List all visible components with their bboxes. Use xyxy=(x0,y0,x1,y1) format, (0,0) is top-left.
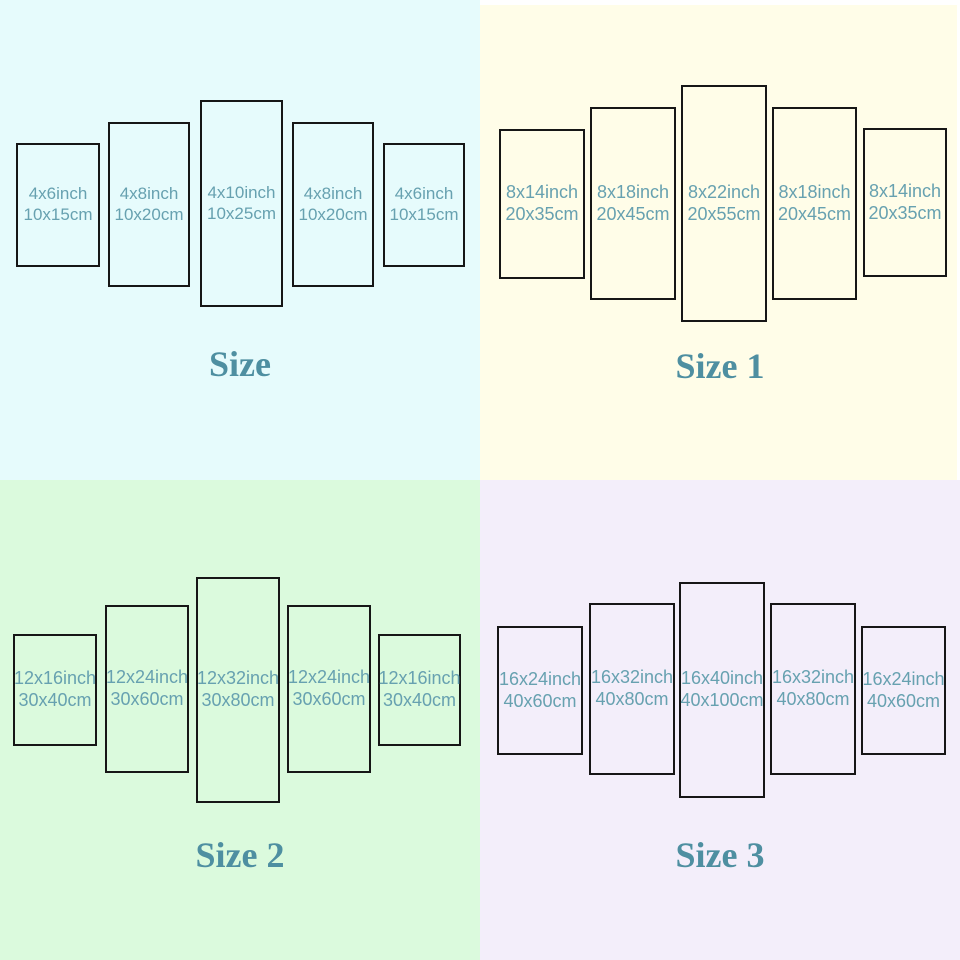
panel-label: 12x16inch 30x40cm xyxy=(14,668,96,712)
panel-label-inch: 16x24inch xyxy=(498,668,582,689)
panel-label: 8x14inch 20x35cm xyxy=(868,181,941,225)
panel-label-cm: 30x60cm xyxy=(292,689,366,709)
panel-label-inch: 12x16inch xyxy=(13,668,97,689)
panel-label: 12x16inch 30x40cm xyxy=(378,668,460,712)
size-panel: 12x24inch 30x60cm xyxy=(105,605,189,773)
panel-label: 16x24inch 40x60cm xyxy=(862,669,944,713)
quadrant-title: Size 3 xyxy=(675,835,765,875)
size-panel: 8x18inch 20x45cm xyxy=(772,107,857,300)
panel-label: 12x32inch 30x80cm xyxy=(197,668,279,712)
size-panel: 8x14inch 20x35cm xyxy=(499,129,585,279)
panel-label-cm: 40x60cm xyxy=(866,690,941,711)
size-panel: 4x8inch 10x20cm xyxy=(292,122,374,287)
panel-label: 8x18inch 20x45cm xyxy=(778,182,851,226)
size-panel: 4x8inch 10x20cm xyxy=(108,122,190,287)
size-panel: 16x24inch 40x60cm xyxy=(861,626,946,755)
quadrant-size-1: 8x14inch 20x35cm 8x18inch 20x45cm 8x22in… xyxy=(480,0,960,480)
panel-label-cm: 30x80cm xyxy=(201,690,275,710)
quadrant-title: Size 2 xyxy=(195,835,285,875)
panel-label-inch: 16x32inch xyxy=(771,667,855,688)
panel-label-inch: 4x8inch xyxy=(303,183,363,203)
size-panel: 12x24inch 30x60cm xyxy=(287,605,371,773)
panel-label-cm: 20x45cm xyxy=(596,203,670,224)
quadrant-title: Size 1 xyxy=(675,346,765,386)
panel-label: 12x24inch 30x60cm xyxy=(288,667,370,711)
panel-label-inch: 16x32inch xyxy=(590,667,674,688)
size-panel: 4x6inch 10x15cm xyxy=(383,143,465,267)
size-panel: 12x32inch 30x80cm xyxy=(196,577,280,803)
size-panel: 16x32inch 40x80cm xyxy=(589,603,675,775)
panel-label-inch: 8x18inch xyxy=(596,181,670,202)
panel-label: 8x18inch 20x45cm xyxy=(596,182,669,226)
quadrant-size: 4x6inch 10x15cm 4x8inch 10x20cm 4x10inch… xyxy=(0,0,480,480)
panel-label-cm: 10x20cm xyxy=(298,204,368,224)
panel-label-inch: 16x24inch xyxy=(862,668,945,689)
quadrant-title: Size xyxy=(209,344,271,384)
panel-label-cm: 30x40cm xyxy=(382,690,457,710)
panel-label-cm: 40x60cm xyxy=(503,690,577,711)
panel-label-cm: 10x20cm xyxy=(114,204,184,224)
panel-label-inch: 12x24inch xyxy=(105,667,189,688)
panel-label: 12x24inch 30x60cm xyxy=(106,667,188,711)
panel-label-inch: 4x6inch xyxy=(394,184,454,204)
panel-label-inch: 4x10inch xyxy=(207,182,276,202)
panel-label: 16x32inch 40x80cm xyxy=(591,667,673,711)
panel-label-cm: 10x25cm xyxy=(207,203,276,223)
panel-label: 4x8inch 10x20cm xyxy=(115,184,184,225)
white-edge-top xyxy=(480,0,960,5)
panel-label: 4x10inch 10x25cm xyxy=(207,183,276,224)
size-panel: 12x16inch 30x40cm xyxy=(378,634,461,746)
size-panel: 8x22inch 20x55cm xyxy=(681,85,767,322)
panel-label-inch: 4x6inch xyxy=(28,184,88,204)
panel-label: 4x8inch 10x20cm xyxy=(299,184,368,225)
panel-label: 8x14inch 20x35cm xyxy=(505,182,578,226)
panel-label: 16x40inch 40x100cm xyxy=(680,668,763,712)
panel-label-inch: 8x18inch xyxy=(778,181,851,202)
panel-label-cm: 40x100cm xyxy=(680,690,764,710)
panel-label: 16x32inch 40x80cm xyxy=(772,667,854,711)
size-panel: 16x40inch 40x100cm xyxy=(679,582,765,798)
panel-label: 16x24inch 40x60cm xyxy=(499,669,581,713)
panel-label: 4x6inch 10x15cm xyxy=(390,184,459,225)
panel-label-inch: 8x22inch xyxy=(687,181,761,202)
size-panel: 4x10inch 10x25cm xyxy=(200,100,283,307)
panel-label-inch: 12x32inch xyxy=(196,668,280,689)
panel-label-cm: 40x80cm xyxy=(595,689,669,709)
panel-label-cm: 30x60cm xyxy=(110,689,184,709)
white-edge-right xyxy=(957,0,960,480)
panel-label-inch: 12x16inch xyxy=(378,668,461,689)
panel-label-cm: 20x45cm xyxy=(777,203,852,224)
panel-label-cm: 40x80cm xyxy=(776,689,850,709)
panel-label-cm: 10x15cm xyxy=(23,205,93,224)
quadrant-size-2: 12x16inch 30x40cm 12x24inch 30x60cm 12x3… xyxy=(0,480,480,960)
size-panel: 8x18inch 20x45cm xyxy=(590,107,676,300)
panel-label-inch: 4x8inch xyxy=(119,183,179,203)
size-panel: 8x14inch 20x35cm xyxy=(863,128,947,277)
size-panel: 16x24inch 40x60cm xyxy=(497,626,583,755)
size-panel: 12x16inch 30x40cm xyxy=(13,634,97,746)
panel-label: 4x6inch 10x15cm xyxy=(24,184,93,225)
panel-label-inch: 8x14inch xyxy=(868,180,942,201)
size-panel: 4x6inch 10x15cm xyxy=(16,143,100,267)
panel-label-inch: 8x14inch xyxy=(505,182,579,203)
size-panel: 16x32inch 40x80cm xyxy=(770,603,856,775)
panel-label-cm: 10x15cm xyxy=(389,205,459,224)
panel-label-cm: 20x35cm xyxy=(505,204,579,224)
quadrant-size-3: 16x24inch 40x60cm 16x32inch 40x80cm 16x4… xyxy=(480,480,960,960)
panel-label-cm: 20x55cm xyxy=(687,203,761,224)
panel-label-cm: 30x40cm xyxy=(18,690,92,710)
panel-label-cm: 20x35cm xyxy=(868,202,942,223)
panel-label-inch: 12x24inch xyxy=(287,667,371,688)
panel-label: 8x22inch 20x55cm xyxy=(687,182,760,226)
panel-label-inch: 16x40inch xyxy=(680,668,764,689)
